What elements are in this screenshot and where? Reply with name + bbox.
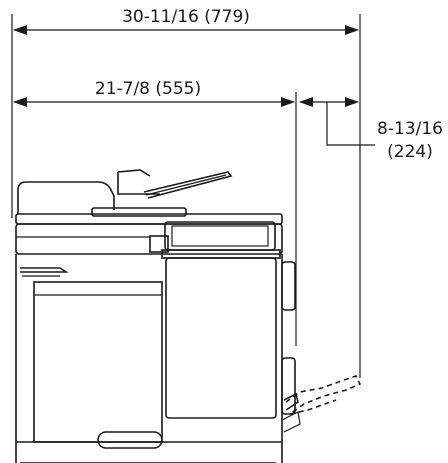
adf-tray-base bbox=[117, 172, 160, 195]
front-door bbox=[33, 281, 163, 443]
leader-line-tray bbox=[326, 102, 375, 146]
adf-tray-lip bbox=[117, 169, 151, 177]
tray-dimension-mm: (224) bbox=[387, 142, 433, 162]
paper-tray-handle bbox=[97, 431, 163, 449]
platen-hinge bbox=[91, 207, 187, 217]
adf-document-guide bbox=[143, 171, 233, 199]
tray-fold bbox=[289, 399, 337, 415]
document-feeder bbox=[17, 169, 233, 214]
output-tray bbox=[20, 267, 69, 273]
panel-hinge bbox=[149, 235, 169, 253]
overall-width-label: 30-11/16 (779) bbox=[122, 7, 250, 27]
adf-cover bbox=[17, 181, 115, 214]
arrowhead-tray-left bbox=[299, 97, 313, 107]
panel-display bbox=[171, 225, 269, 247]
adf-guide-inner bbox=[145, 174, 227, 196]
tray-mount bbox=[283, 392, 299, 411]
machine-outline bbox=[15, 169, 362, 463]
finisher-tray-dimension: 8-13/16 (224) bbox=[299, 97, 443, 162]
side-handle bbox=[281, 261, 296, 311]
tray-bracket bbox=[281, 411, 301, 433]
scanner-body bbox=[15, 223, 283, 255]
arrowhead-body-left bbox=[13, 97, 27, 107]
scanner-unit bbox=[15, 207, 283, 255]
finisher-tray bbox=[281, 375, 362, 433]
tray-extended bbox=[285, 375, 362, 415]
main-body bbox=[15, 254, 283, 463]
arrowhead-right bbox=[345, 25, 359, 35]
control-panel bbox=[149, 221, 281, 259]
arrowhead-tray-right bbox=[345, 97, 359, 107]
arrowhead-left bbox=[13, 25, 27, 35]
tray-dimension-inch: 8-13/16 bbox=[377, 119, 443, 139]
side-latch bbox=[281, 357, 296, 415]
side-panel bbox=[165, 257, 277, 419]
body-width-dimension: 21-7/8 (555) bbox=[13, 79, 297, 346]
side-attachments bbox=[281, 261, 296, 415]
arrowhead-body-right bbox=[281, 97, 295, 107]
overall-width-dimension: 30-11/16 (779) bbox=[11, 7, 361, 378]
body-width-label: 21-7/8 (555) bbox=[95, 79, 201, 99]
